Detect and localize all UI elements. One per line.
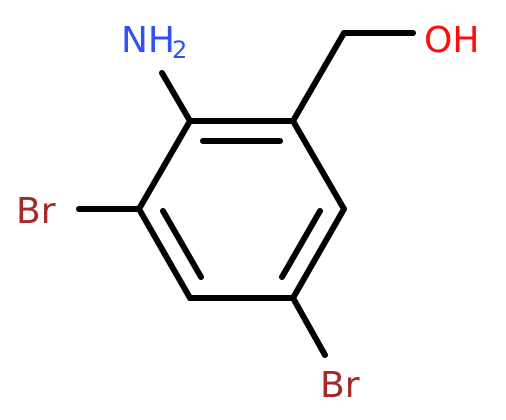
bond-ring-c2-c3 [290, 118, 347, 212]
hydroxyl-label: OH [424, 20, 479, 61]
amino-subscript: 2 [172, 36, 187, 64]
bond-ring-c6-c1 [136, 118, 193, 212]
bond-c4-br [290, 295, 328, 358]
bromo-bottom-label: Br [320, 365, 360, 406]
amino-label: NH [121, 20, 175, 61]
bond-ring-inner-left [160, 208, 204, 280]
bromo-left-label: Br [16, 191, 56, 232]
bond-ring-inner-right [279, 208, 323, 280]
bond-ring-c5-c6 [136, 206, 193, 301]
bond-c2-ch2 [290, 30, 347, 124]
bond-ring-c3-c4 [290, 206, 347, 301]
bond-c1-nh2 [159, 70, 193, 124]
